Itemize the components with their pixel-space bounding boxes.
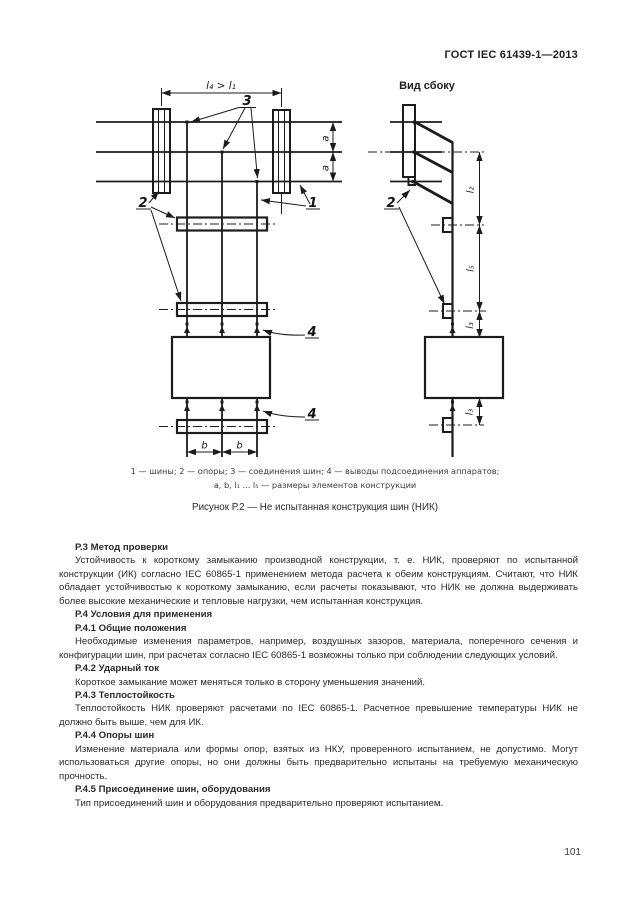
figure-legend-line-1: 1 — шины; 2 — опоры; 3 — соединения шин;… — [130, 466, 500, 476]
standard-reference: ГОСТ IEC 61439-1—2013 — [444, 49, 578, 61]
figure-legend-line-2: a, b, l₁ ... l₅ — размеры элементов конс… — [213, 480, 417, 490]
figure-title: Рисунок Р.2 — Не испытанная конструкция … — [192, 502, 438, 513]
support-bar-2 — [159, 301, 276, 318]
callout-supports-main: 2 — [136, 190, 182, 302]
section-heading-p43: Р.4.3 Теплостойкость — [75, 689, 175, 701]
side-clamp-3 — [429, 417, 484, 433]
main-view: l₄ > l₁ a a — [96, 80, 342, 457]
callout-terminals-top: 4 — [262, 325, 319, 340]
callout-3-label: 3 — [242, 94, 251, 109]
section-paragraph: Изменение материала или формы опор, взят… — [59, 743, 578, 782]
side-terminals — [449, 322, 456, 411]
section-paragraph: Тип присоединений шин и оборудования пре… — [75, 797, 444, 809]
section-paragraph: Теплостойкость НИК проверяют расчетами п… — [59, 703, 578, 728]
dim-label-a: a — [321, 135, 332, 141]
busbar-support-left — [152, 108, 171, 194]
busbar-joints — [185, 120, 259, 183]
side-apparatus-box — [423, 335, 505, 400]
section-paragraph: Короткое замыкание может меняться только… — [75, 676, 426, 688]
callout-2-label: 2 — [386, 196, 395, 211]
dim-label-b: b — [236, 441, 242, 452]
dim-label-l3: l₃ — [465, 409, 476, 416]
callout-4-label: 4 — [306, 407, 316, 422]
dim-label-l2: l₂ — [466, 187, 477, 194]
callout-supports-side: 2 — [384, 189, 445, 305]
section-heading-p4: Р.4 Условия для применения — [75, 609, 213, 621]
horizontal-busbars — [96, 121, 342, 183]
dim-label-l3: l₃ — [465, 322, 476, 329]
callout-2-label: 2 — [138, 196, 147, 211]
side-bend-connections — [412, 120, 454, 205]
side-clamp-2 — [429, 303, 486, 319]
callout-4-label: 4 — [306, 325, 316, 340]
support-bar-3 — [159, 418, 276, 435]
section-heading-p41: Р.4.1 Общие положения — [75, 622, 187, 634]
busbar-construction-drawing: l₄ > l₁ a a — [96, 80, 505, 457]
dim-label-b: b — [201, 441, 207, 452]
apparatus-box — [170, 335, 272, 400]
dimension-phase-spacing: a a — [321, 122, 337, 182]
section-paragraph: Необходимые изменения параметров, наприм… — [59, 636, 578, 661]
section-paragraph: Устойчивость к короткому замыканию произ… — [59, 555, 578, 607]
support-bar-1 — [159, 216, 276, 232]
side-support — [402, 104, 416, 186]
apparatus-terminals-bottom — [184, 400, 260, 411]
callout-joints: 3 — [190, 94, 260, 179]
side-dimension-chain: l₂ l₅ l₃ l₃ — [465, 152, 483, 425]
side-view-title: Вид сбоку — [399, 80, 456, 92]
section-heading-p45: Р.4.5 Присоединение шин, оборудования — [75, 784, 271, 796]
section-heading-p42: Р.4.2 Ударный ток — [75, 663, 160, 675]
side-clamp-1 — [431, 217, 484, 233]
side-view: Вид сбоку — [368, 80, 505, 457]
apparatus-terminals-top — [184, 322, 260, 333]
callout-1-label: 1 — [308, 196, 317, 211]
callout-terminals-bottom: 4 — [262, 407, 319, 422]
dim-label-l4-gt-l1: l₄ > l₁ — [206, 80, 236, 92]
body-text: Р.3 Метод проверки Устойчивость к коротк… — [59, 541, 578, 810]
callout-busbars: 1 — [260, 184, 320, 211]
dim-label-l5: l₅ — [466, 265, 477, 272]
dimension-branch-spacing: b b — [187, 441, 257, 456]
page-number: 101 — [564, 847, 581, 858]
section-heading-p44: Р.4.4 Опоры шин — [75, 730, 155, 742]
busbar-support-right — [272, 109, 291, 214]
dimension-support-spacing: l₄ > l₁ — [161, 80, 282, 107]
section-heading-p3: Р.3 Метод проверки — [75, 542, 169, 553]
dim-label-a: a — [321, 165, 332, 171]
